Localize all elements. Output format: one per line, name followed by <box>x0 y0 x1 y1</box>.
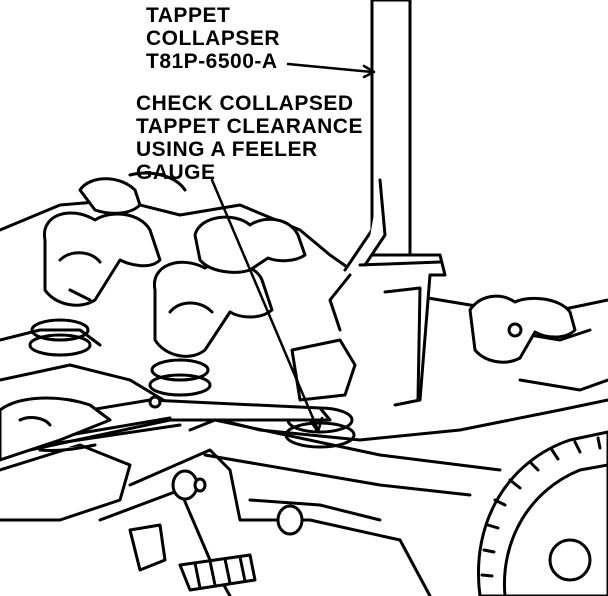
leader-lines <box>210 62 376 434</box>
rocker-arm-4 <box>193 215 307 274</box>
feeler-gauge-label-line1: CHECK COLLAPSED <box>136 92 354 115</box>
tappet-collapser-label-line2: COLLAPSER <box>146 27 281 50</box>
feeler-gauge-label: CHECK COLLAPSED TAPPET CLEARANCE USING A… <box>136 92 363 184</box>
rocker-arm-3 <box>153 260 274 358</box>
tappet-collapser-tool <box>290 0 447 407</box>
feeler-leader-arrowhead <box>308 416 324 434</box>
tool-leader-arrowhead <box>362 64 376 79</box>
studs-and-bolts <box>128 469 304 592</box>
tappet-collapser-label-line1: TAPPET <box>146 4 231 27</box>
tappet-collapser-label: TAPPET COLLAPSER T81P-6500-A <box>146 4 280 73</box>
tappet-collapser-label-line3: T81P-6500-A <box>146 50 278 73</box>
rocker-arm-5 <box>468 294 577 364</box>
feeler-gauge-label-line3: USING A FEELER <box>136 138 318 161</box>
feeler-gauge-label-line2: TAPPET CLEARANCE <box>136 115 363 138</box>
rocker-arm-2 <box>78 171 187 215</box>
rocker-arm-1 <box>43 211 162 307</box>
hand <box>0 396 132 522</box>
tool-leader-line <box>286 62 374 74</box>
feeler-leader-line <box>210 178 320 432</box>
timing-sprocket <box>477 430 608 596</box>
feeler-gauge-label-line4: GAUGE <box>136 161 216 184</box>
